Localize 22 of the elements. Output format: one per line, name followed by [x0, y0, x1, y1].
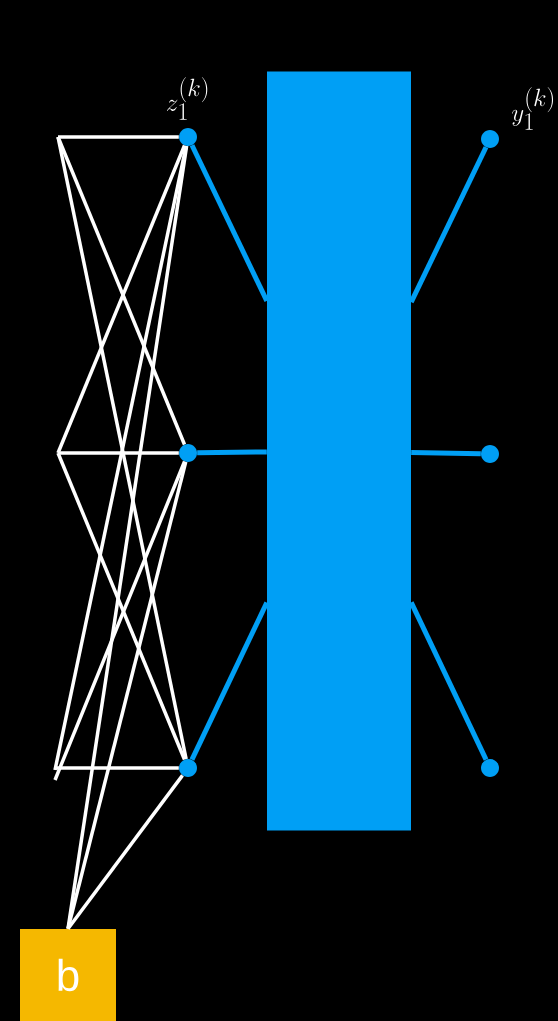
node-dot [179, 759, 197, 777]
node-dot [179, 128, 197, 146]
connector-line [66, 774, 184, 930]
connector-line [55, 766, 179, 770]
math-label: $z_1^{(k)}$ [167, 77, 208, 120]
connector-line [408, 601, 489, 761]
bias-box: b [20, 929, 116, 1021]
connector-line [197, 449, 267, 456]
math-label: $y_1^{(k)}$ [512, 87, 554, 130]
activation-box [267, 71, 411, 831]
connector-line [66, 145, 189, 930]
node-dot [481, 445, 499, 463]
node-dot [481, 759, 499, 777]
node-dot [481, 130, 499, 148]
connector-line [58, 451, 179, 455]
connector-line [66, 461, 188, 930]
node-dot [179, 444, 197, 462]
connector-line [189, 144, 270, 302]
connector-line [411, 449, 481, 457]
connector-line [408, 146, 489, 304]
connector-line [58, 135, 179, 139]
connector-line [189, 601, 270, 761]
